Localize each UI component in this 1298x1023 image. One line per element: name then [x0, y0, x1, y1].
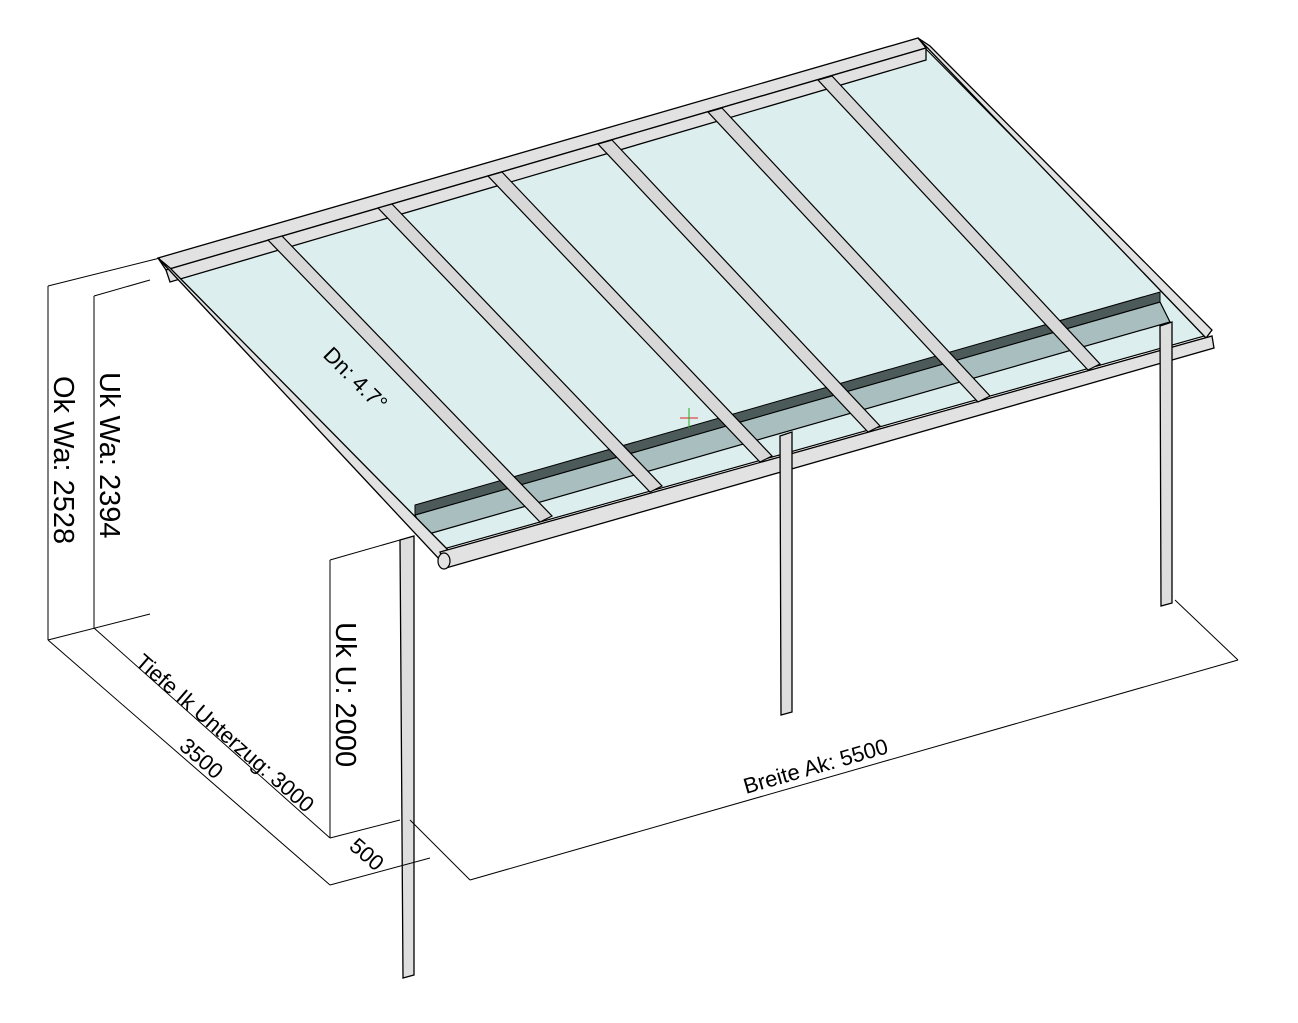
- support-beam-shadow: [414, 291, 1161, 516]
- right-side-frame: [917, 37, 1213, 340]
- top-wall-label: Ok Wa: 2528: [47, 376, 79, 544]
- rafter-2: [376, 203, 663, 493]
- post-right: [1159, 321, 1173, 607]
- posts: [399, 321, 1173, 979]
- wall-header-frame-face: [165, 47, 927, 283]
- rafter-6: [816, 75, 1101, 371]
- post-front-left: [399, 535, 415, 979]
- post-middle: [779, 431, 793, 716]
- rafter-5: [706, 107, 991, 403]
- dimension-lines: [47, 257, 1239, 886]
- overhang-label: 500: [345, 833, 389, 876]
- rafter-3: [486, 171, 773, 463]
- underside-wall-label: Uk Wa: 2394: [93, 372, 125, 539]
- center-marker: [680, 408, 698, 428]
- rafter-4: [596, 139, 881, 433]
- rafters: [266, 75, 1101, 523]
- gutter-end: [437, 552, 451, 570]
- underside-beam-label: Uk U: 2000: [329, 622, 361, 767]
- depth-beam-label: Tiefe Ik Unterzug: 3000: [131, 649, 319, 817]
- rafter-1: [266, 235, 553, 523]
